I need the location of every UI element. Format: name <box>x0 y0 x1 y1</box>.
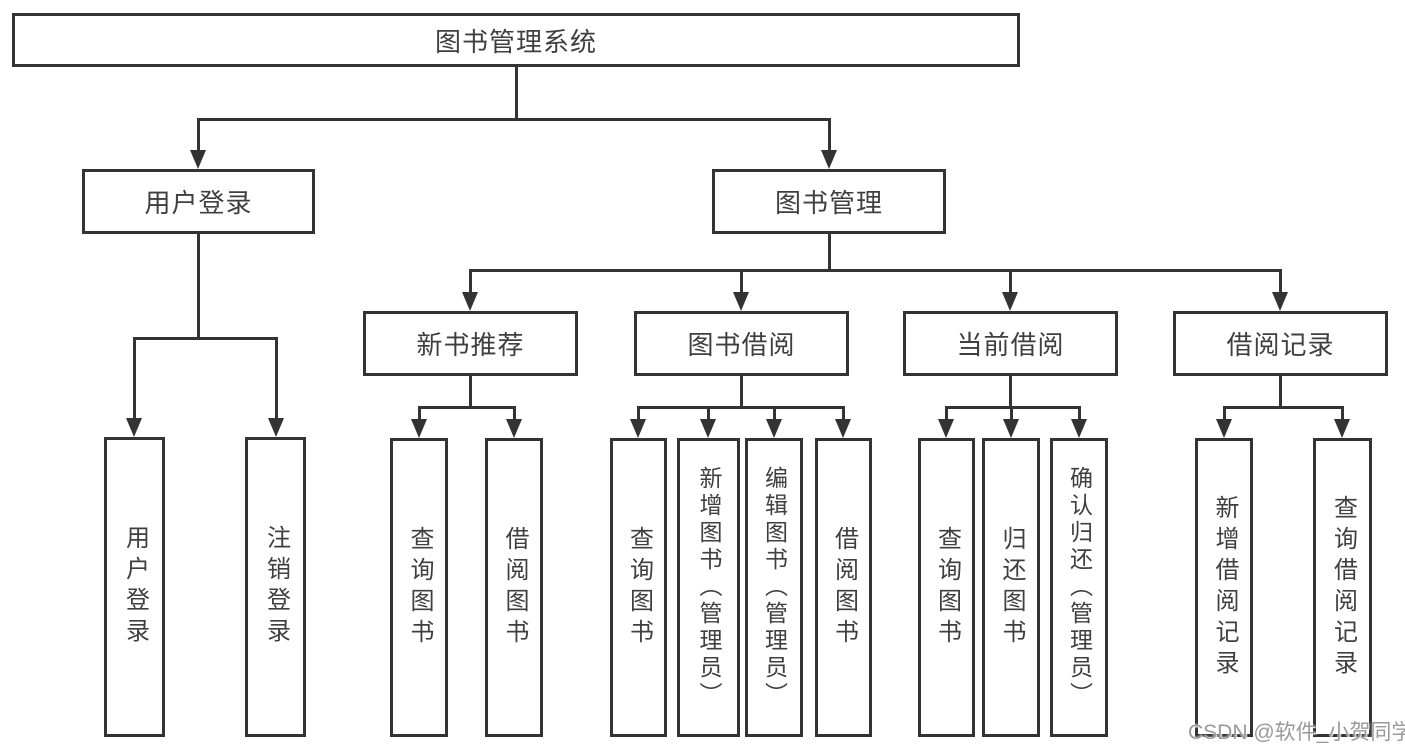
arrow-down-icon <box>268 418 284 437</box>
arrow-down-icon <box>411 419 427 438</box>
node-label-leaf-borrow-books-recommend: 借阅图书 <box>501 525 528 650</box>
node-book-management: 图书管理 <box>712 169 946 234</box>
connector-stem-user-login-split <box>132 338 136 419</box>
connector-stem-book-management-split <box>1278 270 1282 293</box>
arrow-down-icon <box>506 419 522 438</box>
connector-drop-user-login-split <box>196 234 200 338</box>
node-label-borrowing-records: 借阅记录 <box>1226 330 1335 360</box>
node-label-book-borrowing: 图书借阅 <box>687 330 796 360</box>
connector-drop-book-borrowing-split <box>739 376 743 407</box>
node-label-leaf-return-books: 归还图书 <box>998 525 1025 650</box>
node-new-book-recommend: 新书推荐 <box>363 311 578 376</box>
node-book-borrowing: 图书借阅 <box>634 311 849 376</box>
connector-drop-root-split <box>514 67 518 119</box>
node-borrowing-records: 借阅记录 <box>1173 311 1388 376</box>
arrow-down-icon <box>1002 292 1018 311</box>
connector-stem-borrowing-records-split <box>1340 407 1344 420</box>
connector-stem-current-borrowing-split <box>1009 407 1013 420</box>
node-label-leaf-edit-books-admin: 编辑图书（管理员） <box>761 466 788 709</box>
connector-bar-book-borrowing-split <box>636 405 845 409</box>
connector-stem-book-management-split <box>1008 270 1012 293</box>
node-label-library-management-system: 图书管理系统 <box>434 26 597 57</box>
connector-stem-book-borrowing-split <box>636 407 640 420</box>
node-leaf-return-books: 归还图书 <box>982 438 1040 737</box>
connector-bar-root-split <box>196 117 831 121</box>
node-label-user-login: 用户登录 <box>144 188 253 218</box>
node-label-leaf-add-borrow-record: 新增借阅记录 <box>1211 494 1238 681</box>
connector-bar-current-borrowing-split <box>944 405 1081 409</box>
connector-stem-root-split <box>196 119 200 151</box>
arrow-down-icon <box>821 150 837 169</box>
node-label-leaf-borrow-books: 借阅图书 <box>830 525 858 650</box>
arrow-down-icon <box>1334 419 1350 438</box>
arrow-down-icon <box>1003 419 1019 438</box>
arrow-down-icon <box>938 419 954 438</box>
connector-stem-book-borrowing-split <box>841 407 845 420</box>
node-label-new-book-recommend: 新书推荐 <box>416 330 525 360</box>
node-leaf-logout: 注销登录 <box>245 437 306 737</box>
arrow-down-icon <box>1272 292 1288 311</box>
connector-drop-new-book-recommend-split <box>468 376 472 407</box>
node-leaf-edit-books-admin: 编辑图书（管理员） <box>745 438 803 737</box>
connector-bar-new-book-recommend-split <box>417 405 516 409</box>
arrow-down-icon <box>766 419 782 438</box>
node-label-leaf-logout: 注销登录 <box>262 525 290 649</box>
node-label-book-management: 图书管理 <box>774 188 883 218</box>
arrow-down-icon <box>190 150 206 169</box>
node-label-leaf-query-books-current: 查询图书 <box>933 525 961 650</box>
node-user-login: 用户登录 <box>82 169 315 234</box>
connector-stem-new-book-recommend-split <box>512 407 516 420</box>
connector-drop-current-borrowing-split <box>1008 376 1012 407</box>
connector-stem-borrowing-records-split <box>1222 407 1226 420</box>
connector-drop-borrowing-records-split <box>1278 376 1282 407</box>
connector-stem-book-management-split <box>739 270 743 293</box>
arrow-down-icon <box>126 418 142 437</box>
arrow-down-icon <box>462 292 478 311</box>
arrow-down-icon <box>1216 419 1232 438</box>
node-leaf-confirm-return-admin: 确认归还（管理员） <box>1050 438 1108 737</box>
node-leaf-add-borrow-record: 新增借阅记录 <box>1195 438 1253 737</box>
connector-stem-user-login-split <box>274 338 278 419</box>
node-leaf-query-books-borrow: 查询图书 <box>610 438 667 737</box>
node-label-leaf-query-borrow-record: 查询借阅记录 <box>1329 494 1357 681</box>
connector-stem-current-borrowing-split <box>944 407 948 420</box>
node-leaf-query-borrow-record: 查询借阅记录 <box>1313 438 1372 737</box>
node-label-current-borrowing: 当前借阅 <box>956 330 1065 360</box>
arrow-down-icon <box>630 419 646 438</box>
node-label-leaf-confirm-return-admin: 确认归还（管理员） <box>1066 466 1093 709</box>
connector-bar-book-management-split <box>468 268 1282 272</box>
csdn-watermark: CSDN @软件_小贺同学 <box>1188 721 1405 744</box>
node-library-management-system: 图书管理系统 <box>12 13 1020 67</box>
node-leaf-borrow-books-recommend: 借阅图书 <box>485 438 543 737</box>
arrow-down-icon <box>733 292 749 311</box>
node-leaf-query-books-current: 查询图书 <box>918 438 975 737</box>
node-leaf-borrow-books: 借阅图书 <box>815 438 872 737</box>
connector-stem-book-management-split <box>468 270 472 293</box>
node-leaf-query-books-recommend: 查询图书 <box>390 438 448 737</box>
connector-stem-book-borrowing-split <box>772 407 776 420</box>
arrow-down-icon <box>1071 419 1087 438</box>
arrow-down-icon <box>700 419 716 438</box>
arrow-down-icon <box>835 419 851 438</box>
node-label-leaf-query-books-recommend: 查询图书 <box>406 525 433 650</box>
connector-stem-new-book-recommend-split <box>417 407 421 420</box>
connector-bar-user-login-split <box>132 336 278 340</box>
node-label-leaf-user-login: 用户登录 <box>121 525 149 649</box>
connector-stem-book-borrowing-split <box>706 407 710 420</box>
node-current-borrowing: 当前借阅 <box>903 311 1118 376</box>
connector-stem-root-split <box>827 119 831 151</box>
connector-drop-book-management-split <box>827 234 831 270</box>
connector-bar-borrowing-records-split <box>1222 405 1344 409</box>
node-label-leaf-add-books-admin: 新增图书（管理员） <box>696 466 722 709</box>
node-leaf-user-login: 用户登录 <box>104 437 165 737</box>
connector-stem-current-borrowing-split <box>1077 407 1081 420</box>
node-label-leaf-query-books-borrow: 查询图书 <box>625 525 653 650</box>
node-leaf-add-books-admin: 新增图书（管理员） <box>677 438 740 737</box>
